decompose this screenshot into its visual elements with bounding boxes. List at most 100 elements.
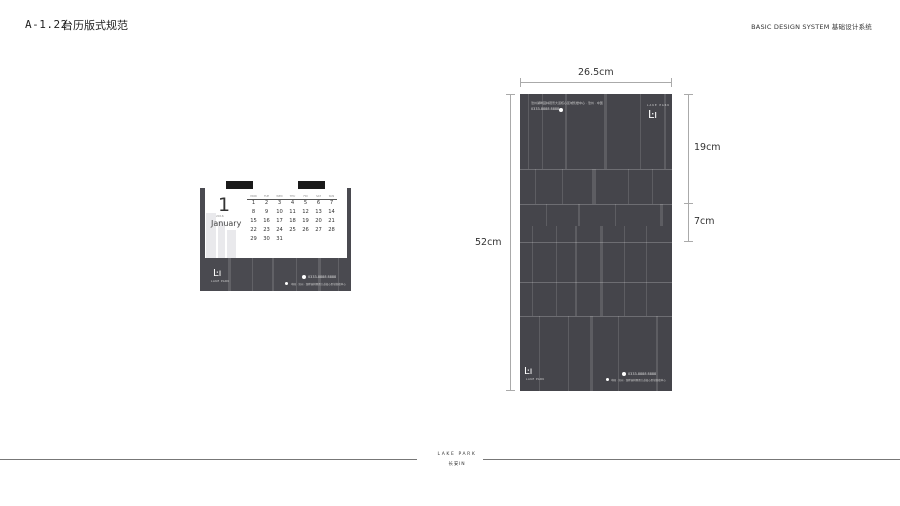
calendar-day[interactable]: 22: [250, 227, 257, 233]
texture-bar: [532, 226, 533, 316]
calendar-day[interactable]: 1: [251, 200, 256, 206]
texture-bar: [646, 226, 647, 316]
desk-logo: Ŀı: [213, 268, 222, 279]
calendar-day[interactable]: 29: [250, 236, 257, 242]
wall-logo-text: LAKE PARK: [647, 104, 671, 107]
texture-bar: [556, 226, 557, 316]
footer-rule-right: [483, 459, 900, 460]
texture-bar: [618, 316, 619, 391]
calendar-day[interactable]: 13: [315, 209, 322, 215]
wall-top-text: 沧州湖畔园林观景大道核心区域售楼中心 · 沧州 · 中国: [531, 101, 603, 105]
texture-bar: [615, 204, 616, 226]
calendar-day[interactable]: 10: [276, 209, 283, 215]
calendar-day[interactable]: 12: [302, 209, 309, 215]
texture-bar: [272, 258, 274, 291]
calendar-day[interactable]: 8: [251, 209, 256, 215]
footer-sub: 长安IN: [448, 462, 466, 467]
section-code: A-1.22: [25, 18, 68, 31]
texture-bar: [546, 204, 547, 226]
calendar-day[interactable]: 4: [290, 200, 295, 206]
month-label: January: [211, 219, 242, 228]
texture-bar: [338, 258, 339, 291]
texture-bar: [578, 204, 580, 226]
calendar-day[interactable]: 6: [316, 200, 321, 206]
section-line: [520, 282, 672, 283]
width-label: 26.5cm: [578, 67, 614, 78]
calendar-day[interactable]: 26: [302, 227, 309, 233]
texture-bar: [604, 94, 607, 169]
calendar-day[interactable]: 9: [264, 209, 269, 215]
page-title: 台历版式规范: [62, 19, 128, 32]
building-decor: [206, 213, 216, 258]
middle-section-label: 7cm: [694, 216, 715, 227]
texture-bar: [628, 169, 629, 204]
texture-bar: [539, 316, 540, 391]
texture-bar: [318, 258, 321, 291]
dimension-tick: [506, 390, 515, 391]
section-line: [520, 204, 672, 205]
calendar-day[interactable]: 17: [276, 218, 283, 224]
texture-bar: [252, 258, 253, 291]
texture-bar: [575, 226, 577, 316]
section-line: [520, 316, 672, 317]
calendar-day[interactable]: 16: [263, 218, 270, 224]
calendar-day[interactable]: 14: [328, 209, 335, 215]
calendar-day[interactable]: 21: [328, 218, 335, 224]
location-dot-icon: [606, 378, 609, 381]
calendar-day[interactable]: 24: [276, 227, 283, 233]
year-text: 2016: [216, 214, 224, 218]
wall-bottom-logo: Ŀı: [524, 366, 533, 377]
phone-dot-icon: [302, 275, 306, 279]
wall-logo: Ŀı: [648, 108, 658, 121]
calendar-rule: [247, 199, 337, 200]
width-dimension-line: [520, 82, 672, 83]
footer-rule-left: [0, 459, 417, 460]
location-dot-icon: [285, 282, 288, 285]
calendar-day[interactable]: 2: [264, 200, 269, 206]
texture-bar: [535, 169, 536, 204]
dimension-tick: [520, 78, 521, 87]
calendar-day[interactable]: 18: [289, 218, 296, 224]
calendar-day[interactable]: 31: [276, 236, 283, 242]
calendar-day[interactable]: 28: [328, 227, 335, 233]
texture-bar: [565, 94, 567, 169]
calendar-day[interactable]: 20: [315, 218, 322, 224]
phone-dot-icon: [559, 108, 563, 112]
date-number: 1: [218, 194, 231, 216]
weekday-label: WED: [276, 195, 283, 198]
dimension-tick: [671, 78, 672, 87]
building-decor: [218, 221, 225, 258]
calendar-day[interactable]: 7: [329, 200, 334, 206]
wall-calendar: [520, 94, 672, 391]
texture-bar: [656, 316, 658, 391]
calendar-day[interactable]: 25: [289, 227, 296, 233]
section-dimension-line: [688, 94, 689, 203]
section-line: [520, 242, 672, 243]
binding-ring-right: [298, 181, 325, 189]
footer-brand: LAKE PARK: [437, 452, 477, 457]
calendar-day[interactable]: 15: [250, 218, 257, 224]
wall-bottom-address: 中国 · 沧州 · 湖畔园林观景大道核心区域售楼中心: [611, 379, 666, 382]
texture-bar: [562, 169, 563, 204]
texture-bar: [542, 94, 543, 169]
weekday-label: FRI: [303, 195, 308, 198]
dimension-tick: [506, 94, 515, 95]
calendar-day[interactable]: 19: [302, 218, 309, 224]
height-dimension-line: [510, 94, 511, 391]
texture-bar: [592, 169, 596, 204]
calendar-day[interactable]: 27: [315, 227, 322, 233]
wall-phone: 0333-8888 8888: [531, 107, 560, 111]
wall-bottom-phone: 0333-8888 8888: [628, 372, 657, 376]
texture-bar: [228, 258, 231, 291]
weekday-label: SUN: [328, 195, 335, 198]
calendar-day[interactable]: 3: [277, 200, 282, 206]
calendar-day[interactable]: 5: [303, 200, 308, 206]
calendar-day[interactable]: 23: [263, 227, 270, 233]
height-label: 52cm: [475, 237, 502, 248]
weekday-label: TUE: [263, 195, 270, 198]
dimension-tick: [684, 94, 693, 95]
desk-phone: 0333-8888 8888: [308, 275, 337, 279]
calendar-day[interactable]: 11: [289, 209, 296, 215]
calendar-day[interactable]: 30: [263, 236, 270, 242]
texture-bar: [652, 169, 653, 204]
